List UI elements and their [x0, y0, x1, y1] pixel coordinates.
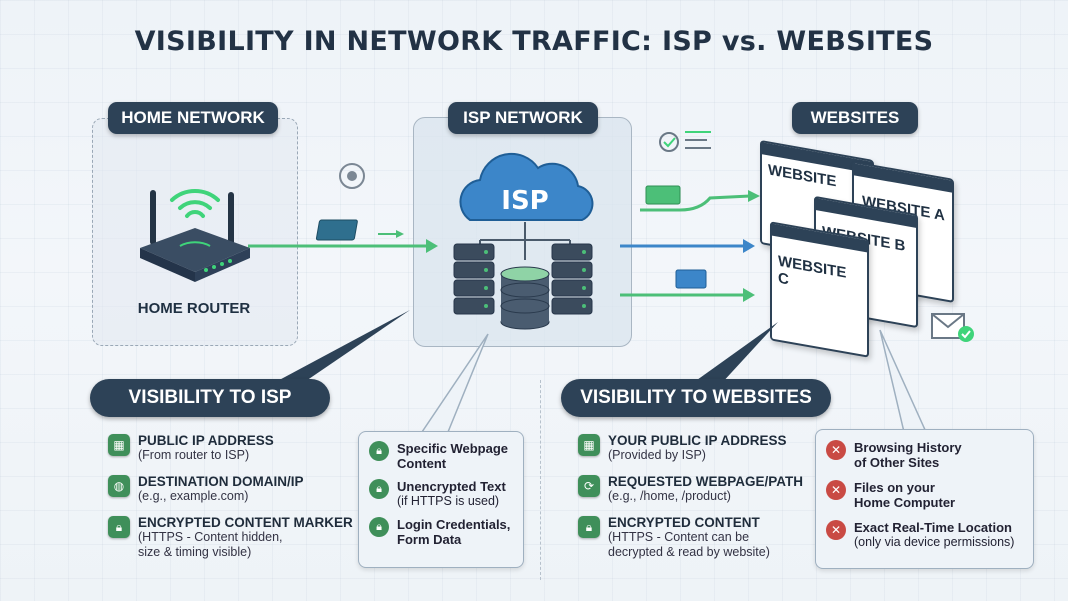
item-title: Browsing History [854, 440, 962, 455]
item-title: of Other Sites [854, 455, 940, 470]
item-sub: (if HTTPS is used) [397, 494, 500, 508]
ip-address-icon: ▦ [578, 434, 600, 456]
item-title: PUBLIC IP ADDRESS [138, 433, 274, 448]
item-sub: (From router to ISP) [138, 448, 250, 462]
visibility-isp-list: ▦ PUBLIC IP ADDRESS (From router to ISP)… [108, 433, 358, 560]
item-sub: (HTTPS - Content can be [608, 530, 750, 544]
list-item: ✕ Files on your Home Computer [826, 480, 1025, 510]
list-item: ▦ PUBLIC IP ADDRESS (From router to ISP) [108, 433, 358, 463]
router-icon [140, 189, 250, 282]
item-sub: (e.g., example.com) [138, 489, 249, 503]
home-router-label: HOME ROUTER [137, 300, 251, 317]
home-network-label: HOME NETWORK [108, 102, 278, 134]
isp-network-label: ISP NETWORK [448, 102, 598, 134]
item-sub: (e.g., /home, /product) [608, 489, 731, 503]
item-title: YOUR PUBLIC IP ADDRESS [608, 433, 787, 448]
home-network-box [92, 118, 298, 346]
list-item: ◍ DESTINATION DOMAIN/IP (e.g., example.c… [108, 474, 358, 504]
item-title: Home Computer [854, 495, 956, 510]
item-title: Unencrypted Text [397, 479, 506, 494]
item-sub: (HTTPS - Content hidden, [138, 530, 283, 544]
x-icon: ✕ [826, 520, 846, 540]
lock-icon: 🔒︎ [369, 517, 389, 537]
item-title: REQUESTED WEBPAGE/PATH [608, 474, 804, 489]
lock-icon: 🔒︎ [369, 441, 389, 461]
analytics-icon [659, 131, 711, 152]
lock-icon: 🔒︎ [578, 516, 600, 538]
isp-cloud-label: ISP [501, 186, 549, 216]
globe-icon: ◍ [108, 475, 130, 497]
visibility-websites-list: ▦ YOUR PUBLIC IP ADDRESS (Provided by IS… [578, 433, 818, 560]
item-title: Files on your [854, 480, 935, 495]
item-sub: (only via device permissions) [854, 535, 1015, 549]
page-title: VISIBILITY IN NETWORK TRAFFIC: ISP vs. W… [134, 26, 934, 57]
list-item: ✕ Exact Real-Time Location (only via dev… [826, 520, 1025, 550]
email-verified-icon [931, 313, 974, 342]
ip-address-icon: ▦ [108, 434, 130, 456]
refresh-icon: ⟳ [578, 475, 600, 497]
list-item: ▦ YOUR PUBLIC IP ADDRESS (Provided by IS… [578, 433, 818, 463]
x-icon: ✕ [826, 440, 846, 460]
lock-icon: 🔒︎ [369, 479, 389, 499]
item-title: ENCRYPTED CONTENT MARKER [138, 515, 353, 530]
websites-label: WEBSITES [792, 102, 918, 134]
item-sub: (Provided by ISP) [608, 448, 706, 462]
item-title: Form Data [397, 532, 462, 547]
x-icon: ✕ [826, 480, 846, 500]
list-item: 🔒︎ ENCRYPTED CONTENT (HTTPS - Content ca… [578, 515, 818, 560]
list-item: ⟳ REQUESTED WEBPAGE/PATH (e.g., /home, /… [578, 474, 818, 504]
isp-cloud-servers-icon [453, 152, 594, 330]
section-divider [540, 380, 541, 580]
item-title: Login Credentials, [397, 517, 511, 532]
list-item: 🔒︎ Login Credentials, Form Data [369, 517, 515, 547]
traffic-arrows [248, 163, 760, 302]
list-item: 🔒︎ Specific Webpage Content [369, 441, 515, 471]
item-title: Exact Real-Time Location [854, 520, 1012, 535]
item-title: Specific Webpage [397, 441, 509, 456]
visibility-isp-heading: VISIBILITY TO ISP [90, 379, 330, 417]
list-item: 🔒︎ ENCRYPTED CONTENT MARKER (HTTPS - Con… [108, 515, 358, 560]
item-sub: decrypted & read by website) [608, 545, 770, 559]
item-sub: size & timing visible) [138, 545, 252, 559]
item-title: Content [397, 456, 447, 471]
item-title: ENCRYPTED CONTENT [608, 515, 760, 530]
isp-hidden-callout: 🔒︎ Specific Webpage Content 🔒︎ Unencrypt… [358, 431, 524, 568]
lock-icon: 🔒︎ [108, 516, 130, 538]
list-item: 🔒︎ Unencrypted Text (if HTTPS is used) [369, 479, 515, 509]
websites-hidden-callout: ✕ Browsing History of Other Sites ✕ File… [815, 429, 1034, 569]
list-item: ✕ Browsing History of Other Sites [826, 440, 1025, 470]
visibility-websites-heading: VISIBILITY TO WEBSITES [561, 379, 831, 417]
item-title: DESTINATION DOMAIN/IP [138, 474, 304, 489]
